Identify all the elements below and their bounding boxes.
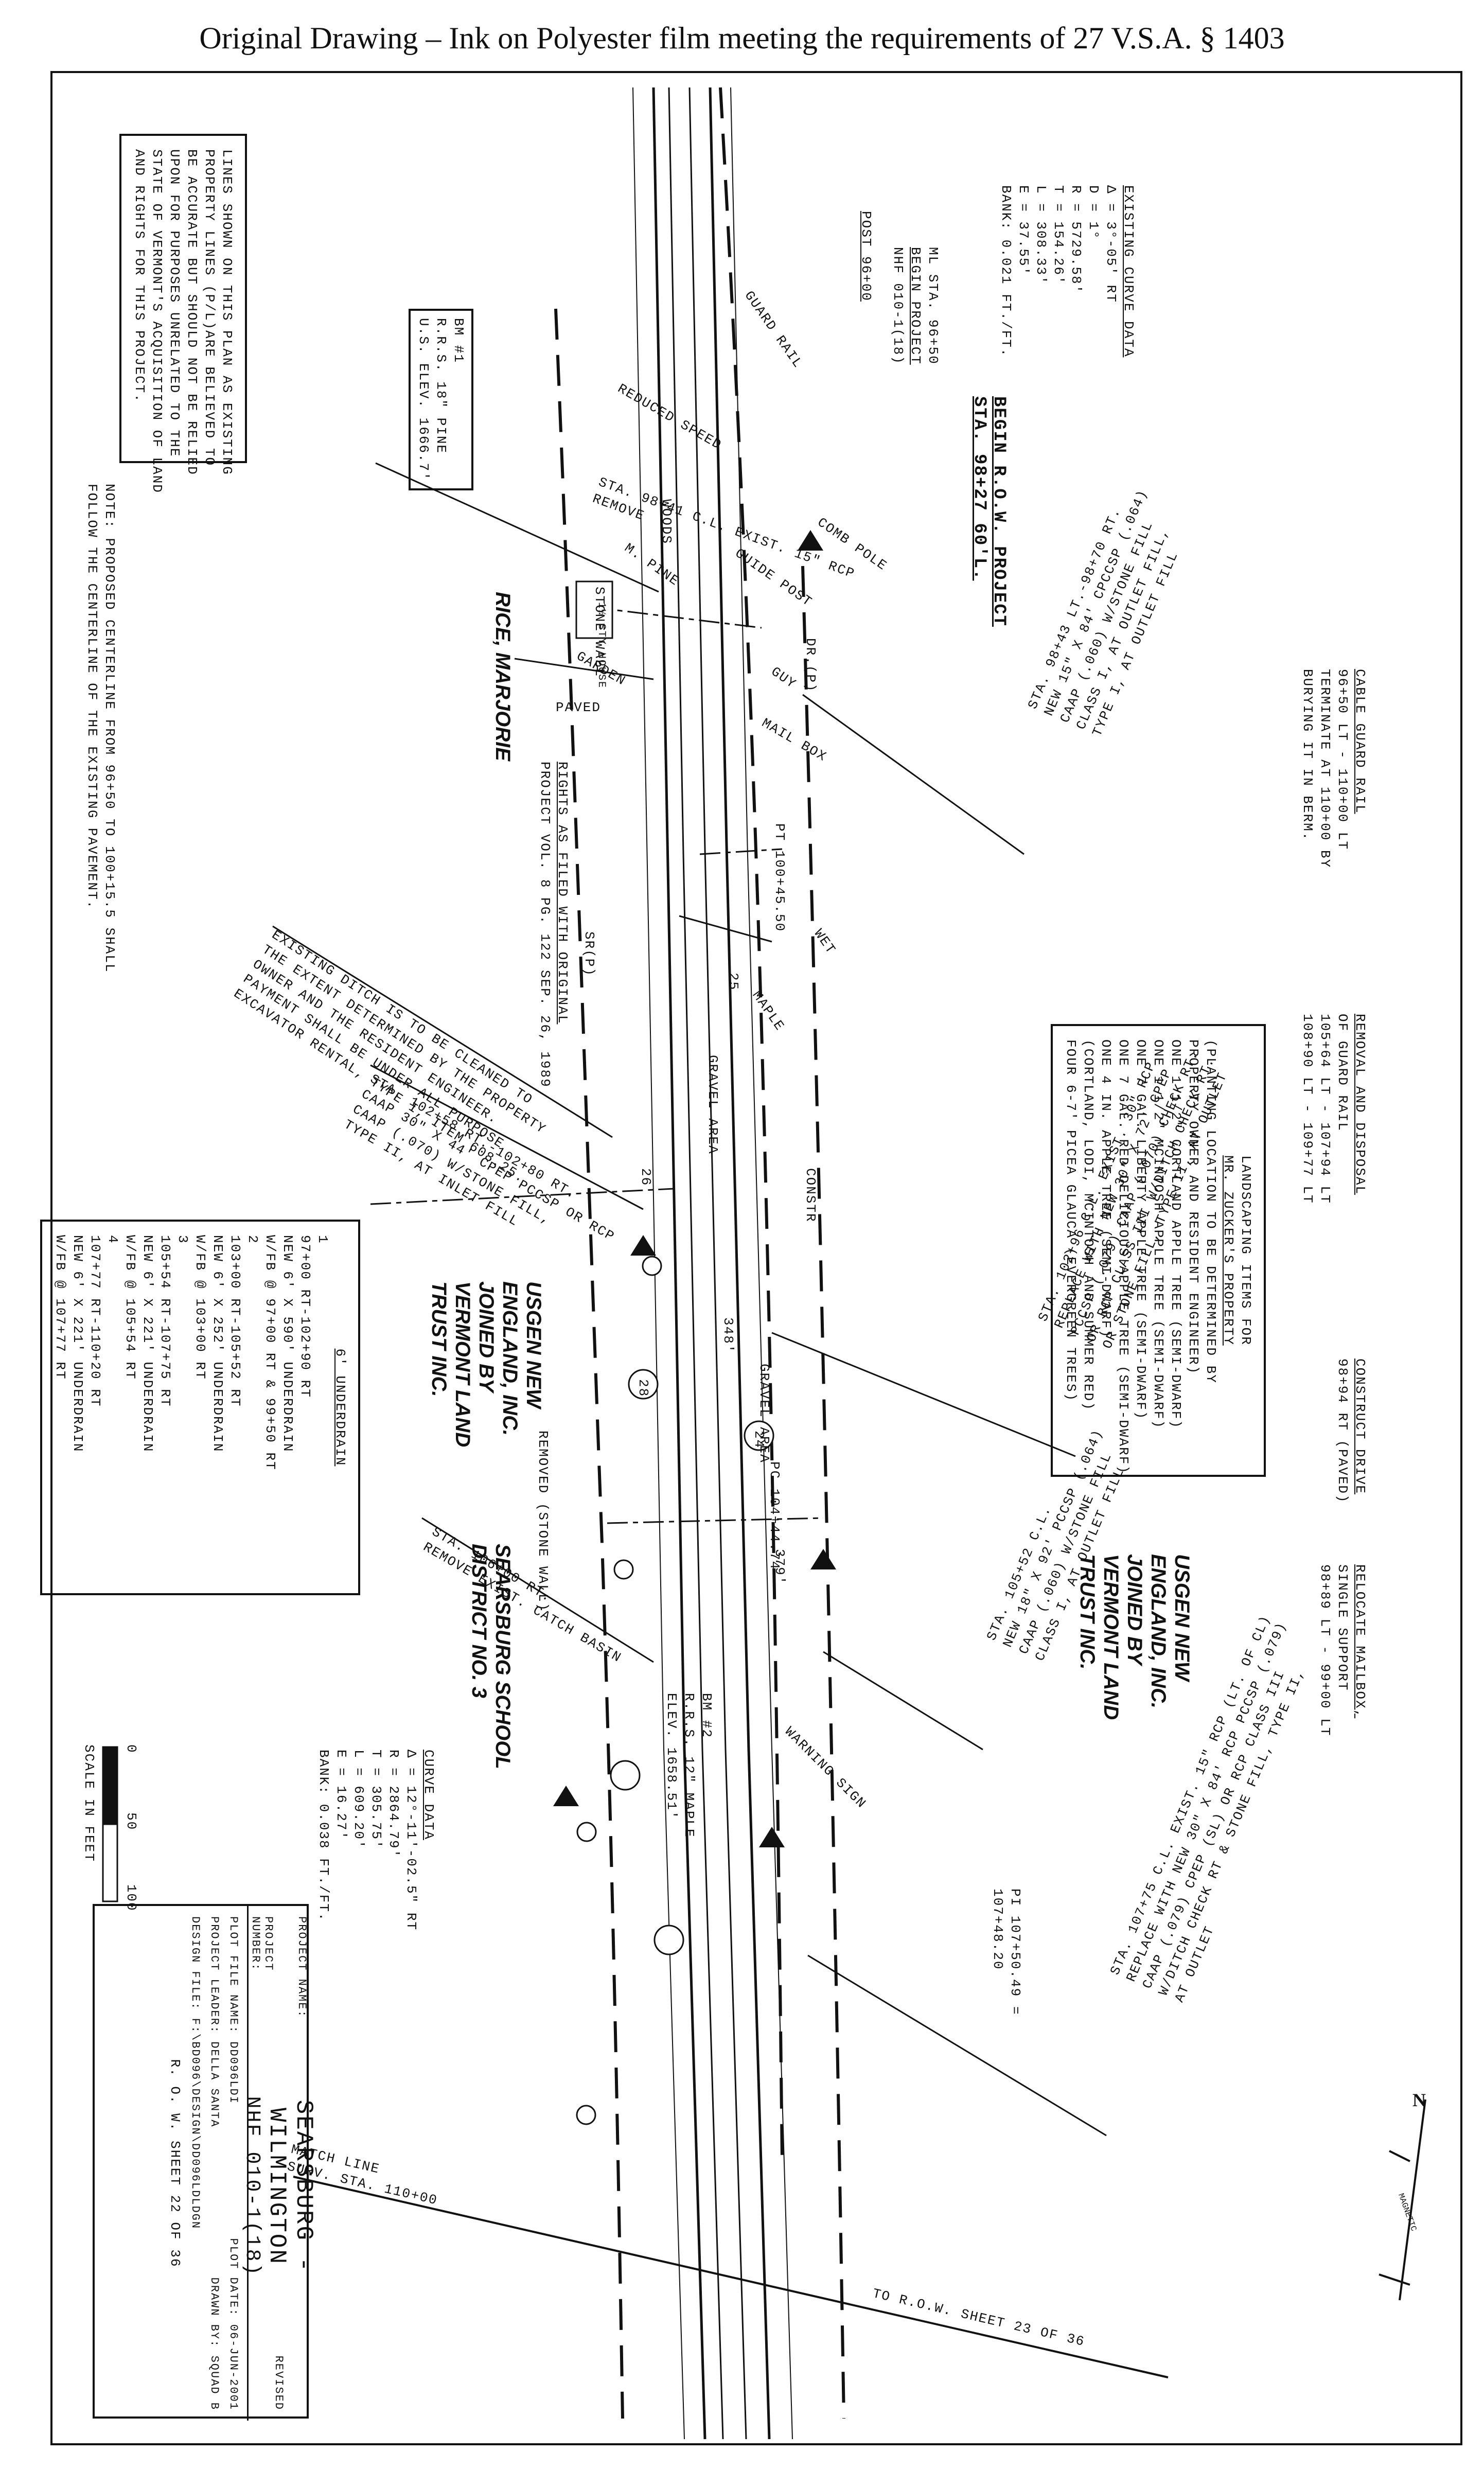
sheet-border	[50, 71, 1462, 2445]
pt-station: PT 100+45.50	[772, 823, 787, 932]
title-block-content: PROJECT NAME: PROJECT NUMBER: SEARSBURG …	[95, 1906, 317, 2421]
title-block-details: PLOT FILE NAME: DD096LDI PLOT DATE: 06-J…	[167, 1916, 240, 2410]
label-station-25: 25	[726, 973, 741, 991]
owner-rice: RICE, MARJORIE	[491, 592, 514, 761]
begin-project-label: ML STA. 96+50 BEGIN PROJECT NHF 010-1(18…	[890, 247, 941, 365]
construct-drive-note: CONSTRUCT DRIVE 98+94 RT (PAVED)	[1335, 1358, 1368, 1504]
curve-data: CURVE DATA Δ = 12°-11'-02.5" RT R = 2864…	[316, 1750, 436, 1931]
label-station-28: 28	[635, 1379, 651, 1398]
north-arrow-icon	[1379, 2099, 1426, 2301]
title-block: PROJECT NAME: PROJECT NUMBER: SEARSBURG …	[93, 1904, 317, 2421]
label-station-24: 24	[751, 1431, 767, 1449]
project-name: SEARSBURG - WILMINGTON	[263, 2100, 317, 2273]
benchmark-2: BM #2 R.R.S. 12" MAPLE ELEV. 1658.51'	[664, 1693, 714, 1838]
label-dr-p: DR.(P)	[803, 638, 818, 693]
callout-leaders	[272, 462, 1107, 2137]
scale-bar	[102, 1746, 118, 1902]
row-lines	[554, 87, 845, 2419]
underdrain-box: 6' UNDERDRAIN 1 97+00 RT-102+90 RT NEW 6…	[40, 1220, 360, 1595]
sheet-header: Original Drawing – Ink on Polyester film…	[199, 21, 1285, 55]
pi-station: PI 107+50.49 = 107+48.20	[990, 1889, 1023, 2016]
match-line	[293, 2176, 1169, 2378]
label-station-26: 26	[638, 1168, 653, 1187]
north-label: N	[1412, 2090, 1426, 2110]
removal-guard-rail-note: REMOVAL AND DISPOSAL OF GUARD RAIL 105+6…	[1300, 1014, 1368, 1204]
underdrain-markers	[576, 1256, 774, 2125]
title-block-name-row: PROJECT NAME: PROJECT NUMBER: SEARSBURG …	[240, 1906, 317, 2421]
row-markers	[553, 530, 836, 1847]
label-constr: CONSTR	[803, 1168, 818, 1223]
owner-usgen-2: USGEN NEW ENGLAND, INC. JOINED BY VERMON…	[1076, 1554, 1193, 1720]
existing-curve-data: EXISTING CURVE DATA Δ = 3°-05' RT D = 1°…	[998, 185, 1136, 358]
property-lines	[370, 606, 824, 1524]
label-woods: WOODS	[659, 499, 674, 545]
begin-row-label: BEGIN R.O.W. PROJECT STA. 98+27 60'L.	[969, 396, 1009, 627]
scale-label: 0 50 100 SCALE IN FEET	[81, 1744, 139, 1912]
centerline-note: NOTE: PROPOSED CENTERLINE FROM 96+50 TO …	[84, 484, 117, 973]
sheet-number: R. O. W. SHEET 22 OF 36	[167, 2059, 183, 2268]
post-label: POST 96+00	[858, 211, 874, 302]
rights-note: RIGHTS AS FILED WITH ORIGINAL PROJECT VO…	[537, 762, 570, 1088]
benchmark-1: BM #1 R.R.S. 18" PINE U.S. ELEV. 1666.7'	[409, 309, 473, 490]
house-outline	[575, 580, 613, 639]
owner-usgen-1: USGEN NEW ENGLAND, INC. JOINED BY VERMON…	[428, 1281, 545, 1448]
label-distance-379: 379'	[772, 1549, 787, 1585]
cable-guard-rail-note: CABLE GUARD RAIL 96+50 LT - 110+00 LT TE…	[1300, 669, 1368, 869]
label-removed-wall: REMOVED (STONE WALL)	[535, 1431, 551, 1612]
label-gravel-area-1: GRAVEL AREA	[705, 1055, 720, 1155]
label-sr-p: SR(P)	[581, 931, 597, 977]
project-number: NHF 010-1(18)	[240, 2096, 263, 2277]
label-distance-348: 348'	[720, 1317, 736, 1354]
label-paved: PAVED	[556, 700, 602, 715]
property-note-box: LINES SHOWN ON THIS PLAN AS EXISTING PRO…	[119, 134, 247, 493]
